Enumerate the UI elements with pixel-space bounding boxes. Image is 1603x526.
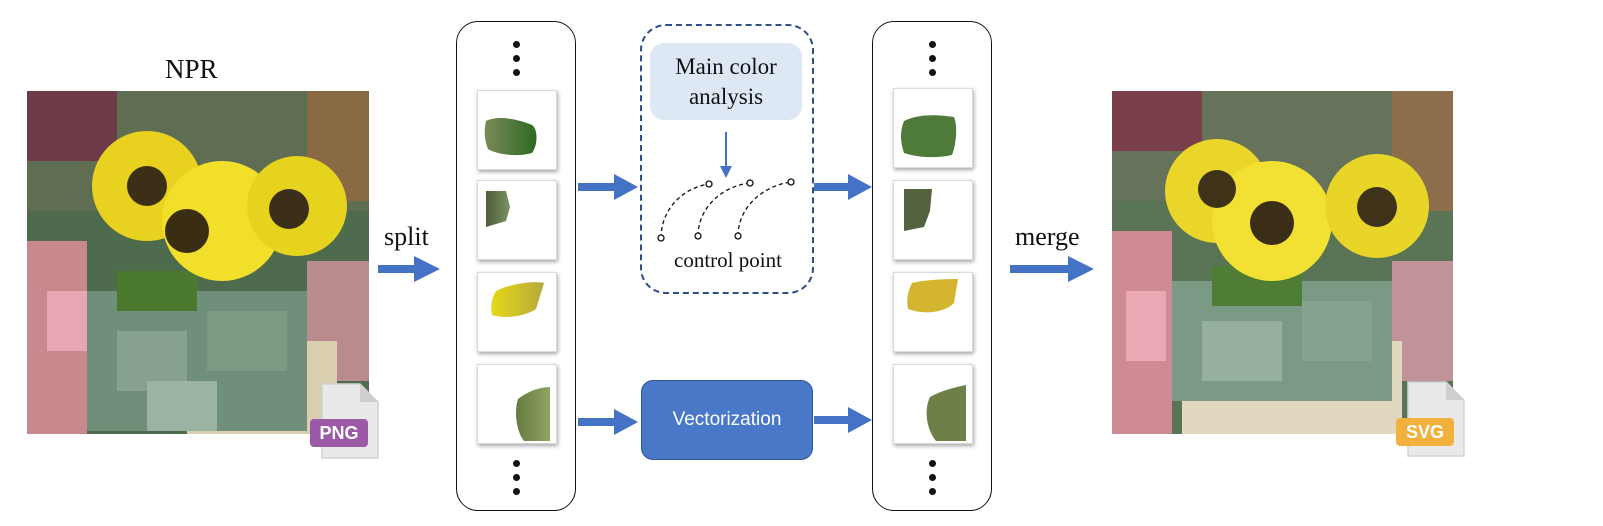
vectorization-box: Vectorization bbox=[641, 380, 813, 460]
png-file-icon: PNG bbox=[308, 382, 380, 460]
svg-file-icon: SVG bbox=[1394, 380, 1466, 458]
bottom-ellipsis-icon bbox=[927, 460, 937, 502]
control-point-curves bbox=[657, 178, 795, 242]
control-point-label: control point bbox=[674, 248, 782, 272]
split-arrow bbox=[378, 256, 440, 282]
vector-thumb-1 bbox=[893, 88, 973, 168]
top-ellipsis-icon bbox=[511, 41, 521, 83]
arrow-from-analysis bbox=[814, 174, 872, 200]
vector-thumb-4 bbox=[893, 364, 973, 444]
bottom-ellipsis-icon bbox=[511, 460, 521, 502]
stroke-thumb-2 bbox=[477, 180, 557, 260]
stroke-thumb-4 bbox=[477, 364, 557, 444]
arrow-to-analysis bbox=[578, 174, 638, 200]
analysis-down-arrow bbox=[720, 132, 732, 178]
merge-label: merge bbox=[1015, 222, 1080, 251]
arrow-to-vectorization bbox=[578, 409, 638, 435]
npr-label: NPR bbox=[165, 54, 218, 84]
top-ellipsis-icon bbox=[927, 41, 937, 83]
main-color-analysis-box: Main color analysis bbox=[650, 43, 802, 120]
arrow-from-vectorization bbox=[814, 407, 872, 433]
svg-output-image bbox=[1112, 91, 1453, 434]
png-badge-label: PNG bbox=[319, 423, 359, 443]
vector-thumb-2 bbox=[893, 180, 973, 260]
npr-input-image bbox=[27, 91, 369, 434]
svg-badge-label: SVG bbox=[1405, 422, 1444, 442]
stroke-thumb-1 bbox=[477, 90, 557, 170]
merge-arrow bbox=[1010, 256, 1094, 282]
stroke-thumb-3 bbox=[477, 272, 557, 352]
vector-thumb-3 bbox=[893, 272, 973, 352]
split-label: split bbox=[384, 222, 429, 251]
